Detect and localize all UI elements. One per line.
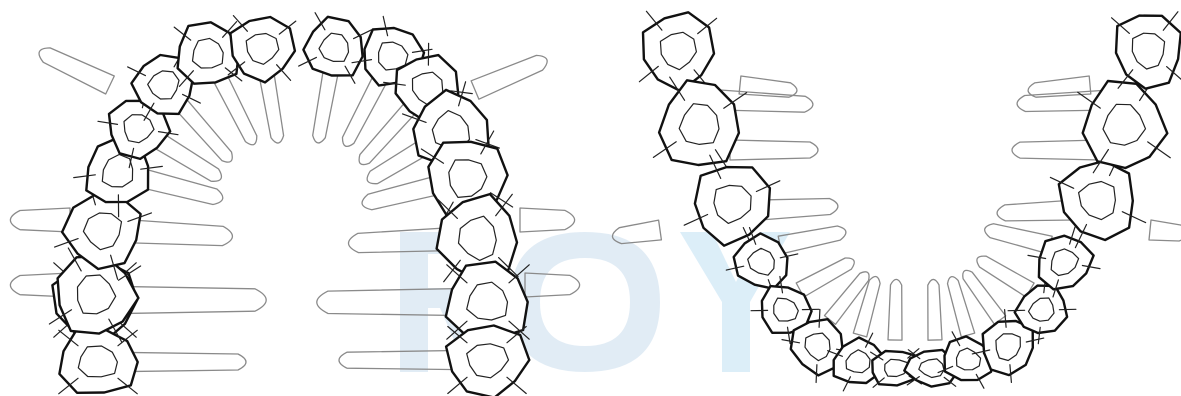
- lower-arch-root: [730, 140, 818, 160]
- upper-arch-root: [520, 208, 575, 232]
- upper-arch-root: [10, 208, 70, 232]
- lower-arch-root: [825, 272, 870, 325]
- lower-arch: [612, 11, 1181, 391]
- lower-arch-tooth: [639, 11, 716, 91]
- lower-arch-root: [1028, 76, 1091, 97]
- upper-arch: [10, 13, 579, 396]
- lower-arch-root: [853, 276, 880, 336]
- lower-arch-tooth: [1050, 152, 1145, 247]
- lower-arch-root: [928, 279, 942, 340]
- lower-arch-root: [1149, 220, 1181, 241]
- lower-arch-root: [977, 256, 1034, 297]
- lower-arch-root: [888, 279, 902, 340]
- upper-arch-root: [471, 55, 547, 99]
- upper-arch-tooth: [59, 329, 138, 393]
- lower-arch-root: [760, 199, 838, 221]
- lower-arch-crowns: [639, 11, 1181, 391]
- lower-arch-root: [948, 277, 975, 337]
- upper-arch-root: [39, 48, 114, 94]
- lower-arch-root: [778, 226, 846, 254]
- upper-arch-tooth: [228, 16, 296, 83]
- lower-arch-tooth: [1112, 12, 1181, 89]
- upper-arch-crowns: [49, 13, 529, 396]
- upper-arch-tooth: [446, 326, 529, 396]
- upper-arch-tooth: [299, 13, 372, 84]
